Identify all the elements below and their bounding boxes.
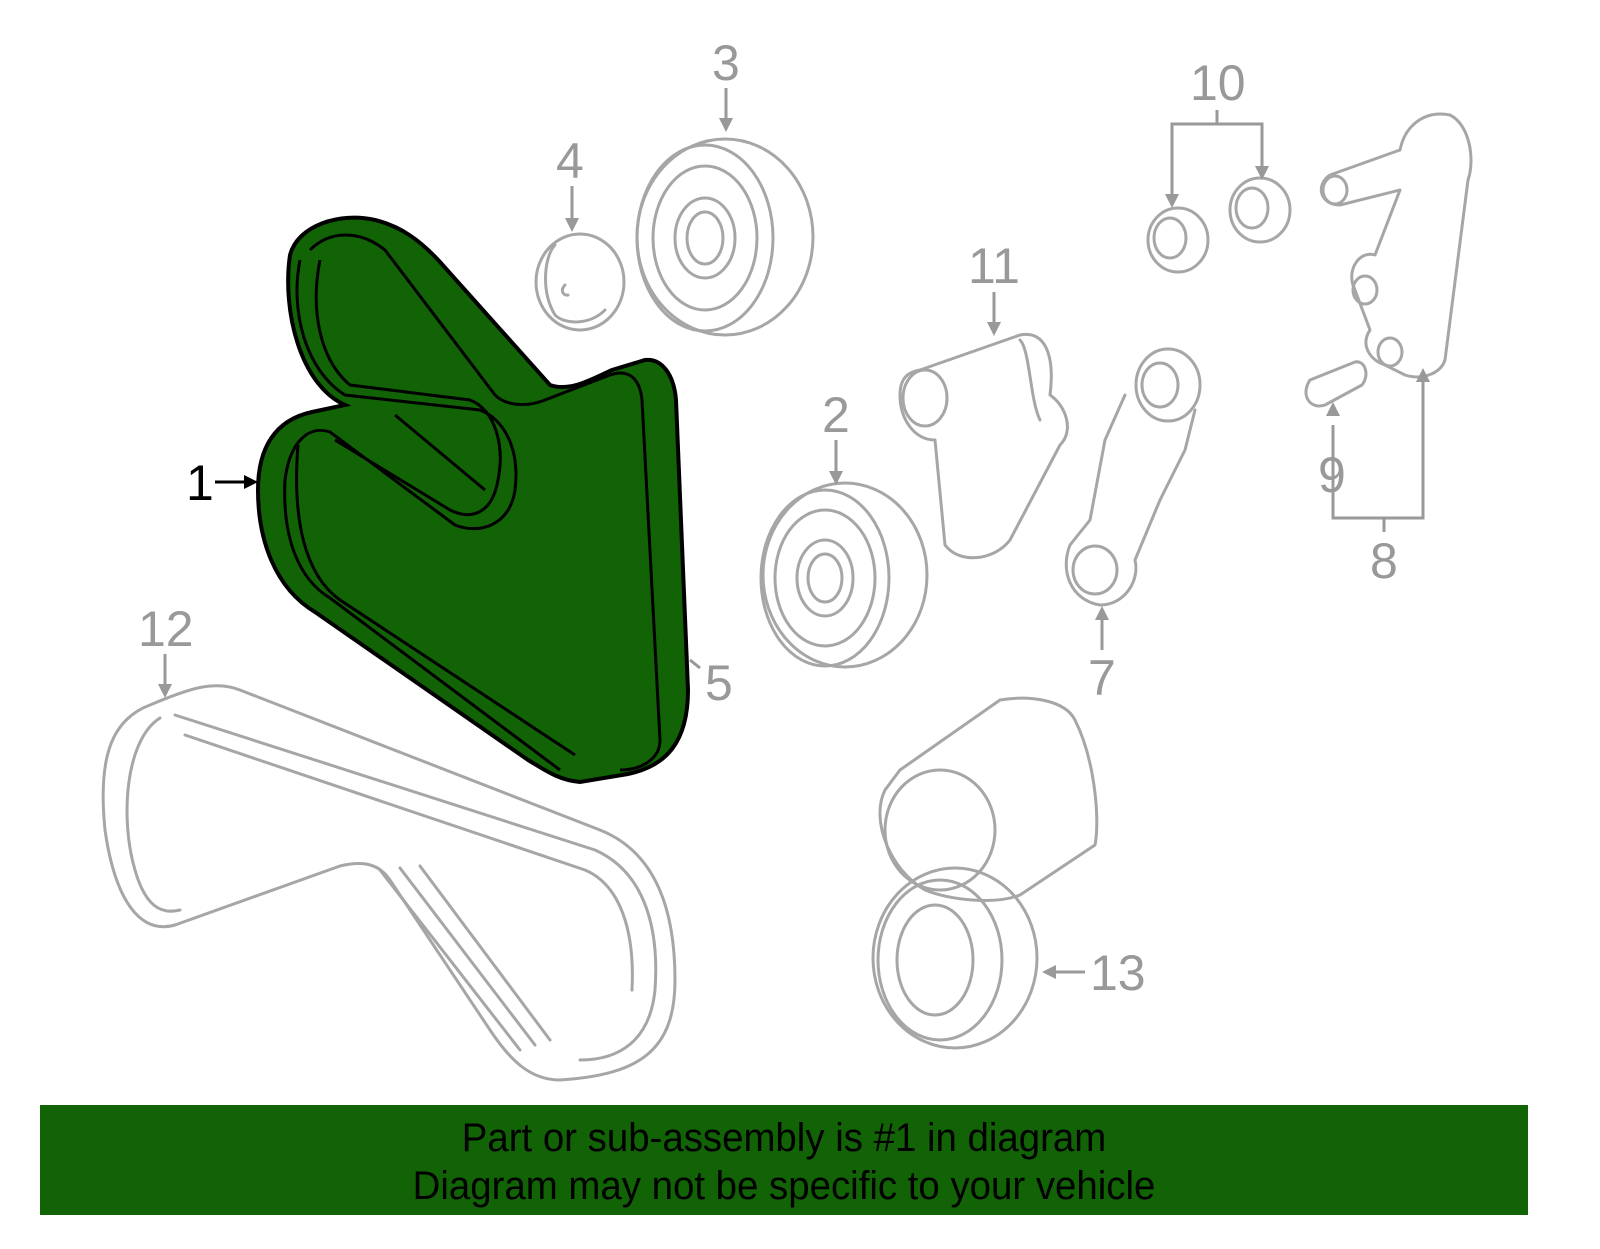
- callout-3: 3: [712, 35, 740, 132]
- part-4-cap[interactable]: [534, 232, 626, 332]
- callout-4: 4: [556, 133, 584, 232]
- part-3-pulley[interactable]: [635, 137, 815, 337]
- part-10-bushings[interactable]: [1146, 176, 1292, 274]
- callout-label-5: 5: [705, 655, 733, 711]
- banner-line-2: Diagram may not be specific to your vehi…: [412, 1164, 1156, 1208]
- callout-label-12: 12: [138, 601, 194, 657]
- callout-10: 10: [1165, 55, 1269, 208]
- callout-label-11: 11: [968, 238, 1020, 294]
- callout-label-2: 2: [822, 387, 850, 443]
- callout-13: 13: [1042, 945, 1146, 1001]
- banner-line-1: Part or sub-assembly is #1 in diagram: [461, 1116, 1107, 1160]
- part-2-pulley[interactable]: [759, 481, 929, 669]
- callout-5: 5: [689, 655, 733, 711]
- callout-label-4: 4: [556, 133, 584, 189]
- callout-label-13: 13: [1090, 945, 1146, 1001]
- callout-label-1: 1: [186, 455, 214, 511]
- part-7-damper[interactable]: [1064, 347, 1202, 607]
- callout-label-7: 7: [1088, 650, 1116, 706]
- callout-2: 2: [822, 387, 850, 485]
- callout-9: 9: [1318, 447, 1346, 503]
- callout-label-9: 9: [1318, 447, 1346, 503]
- info-banner: Part or sub-assembly is #1 in diagram Di…: [40, 1105, 1528, 1215]
- callout-7: 7: [1088, 606, 1116, 706]
- callout-11: 11: [968, 238, 1020, 336]
- callout-12: 12: [138, 601, 194, 698]
- part-9-bolt[interactable]: [1304, 360, 1368, 408]
- callout-label-3: 3: [712, 35, 740, 91]
- part-1-belt-highlighted[interactable]: [255, 215, 691, 785]
- callout-1: 1: [186, 455, 258, 511]
- part-13-tensioner[interactable]: [871, 696, 1099, 1050]
- part-12-belt[interactable]: [101, 684, 677, 1082]
- callout-label-8: 8: [1370, 533, 1398, 589]
- callout-label-10: 10: [1190, 55, 1246, 111]
- part-8-bracket[interactable]: [1319, 112, 1473, 379]
- part-11-bracket[interactable]: [898, 332, 1069, 560]
- callout-8: 8: [1326, 368, 1430, 589]
